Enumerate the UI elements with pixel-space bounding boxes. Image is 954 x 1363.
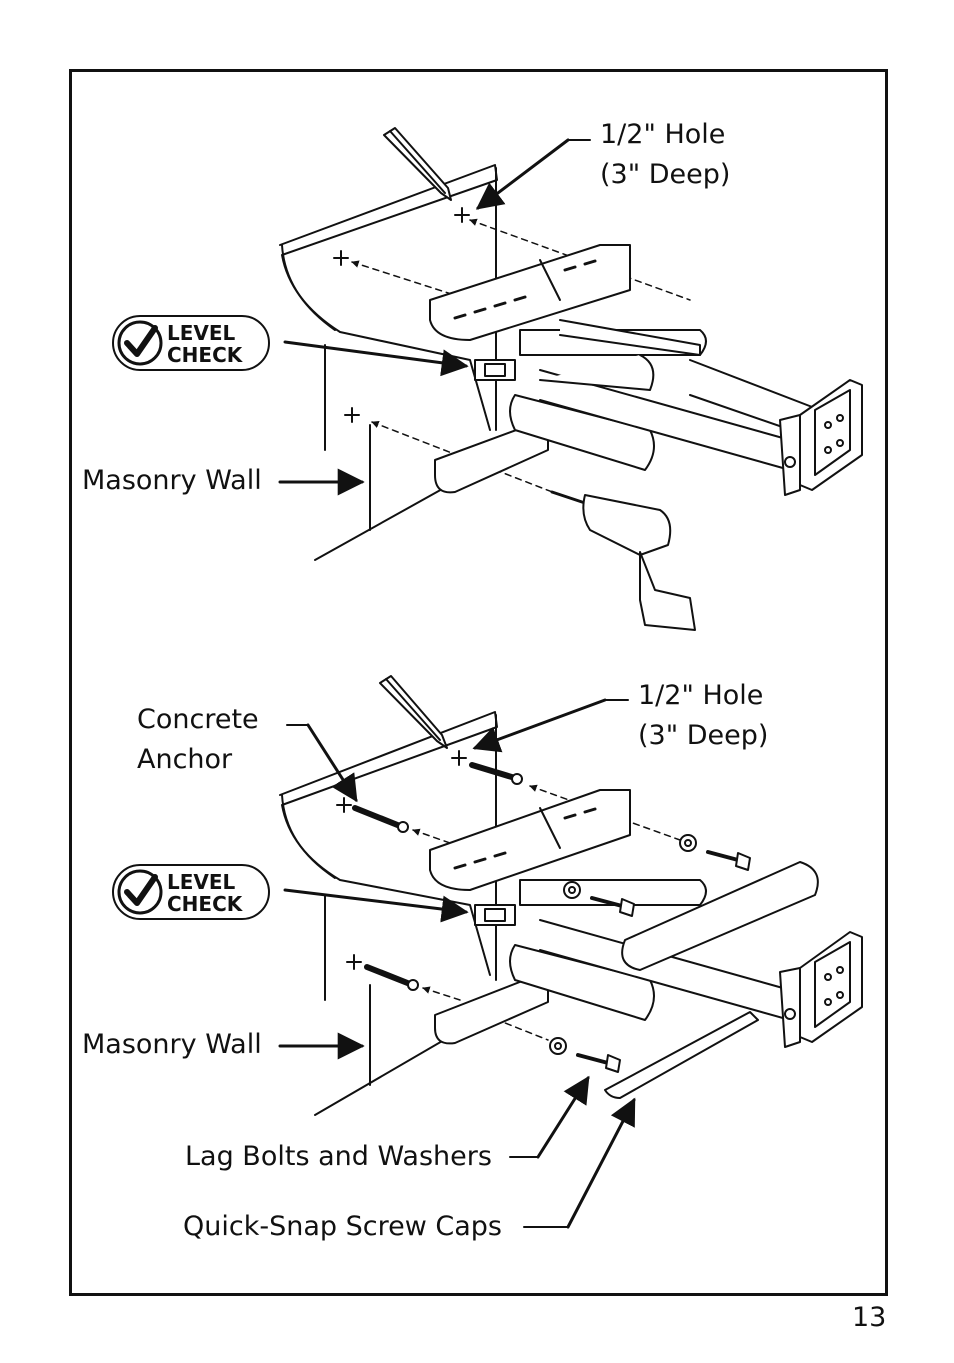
figure-1 (278, 127, 863, 631)
checkmark-icon (124, 325, 158, 357)
level-check-icon: LEVEL CHECK (112, 315, 270, 371)
level-check-line1: LEVEL (167, 321, 236, 345)
hole-label-line2: (3" Deep) (638, 720, 769, 751)
level-check-line2: CHECK (167, 892, 244, 916)
hole-label-line2: (3" Deep) (600, 159, 731, 190)
page-number: 13 (852, 1302, 887, 1333)
level-check-line2: CHECK (167, 343, 244, 367)
diagram-frame (69, 69, 888, 1296)
figure-2 (278, 675, 863, 1229)
hole-label-line1: 1/2" Hole (600, 119, 726, 150)
pencil-icon (379, 675, 448, 749)
concrete-anchor-label-line2: Anchor (137, 744, 233, 775)
screw-caps-label: Quick-Snap Screw Caps (183, 1211, 502, 1242)
masonry-wall-label: Masonry Wall (82, 465, 262, 496)
drill-icon (550, 490, 696, 631)
hole-label-line1: 1/2" Hole (638, 680, 764, 711)
masonry-wall-label: Masonry Wall (82, 1029, 262, 1060)
concrete-anchor-label-line1: Concrete (137, 704, 259, 735)
level-check-line1: LEVEL (167, 870, 236, 894)
concrete-anchors (352, 762, 523, 991)
level-check-icon: LEVEL CHECK (112, 864, 270, 920)
checkmark-icon (124, 874, 158, 906)
lag-bolts-label: Lag Bolts and Washers (185, 1141, 492, 1172)
pencil-icon (383, 127, 452, 201)
